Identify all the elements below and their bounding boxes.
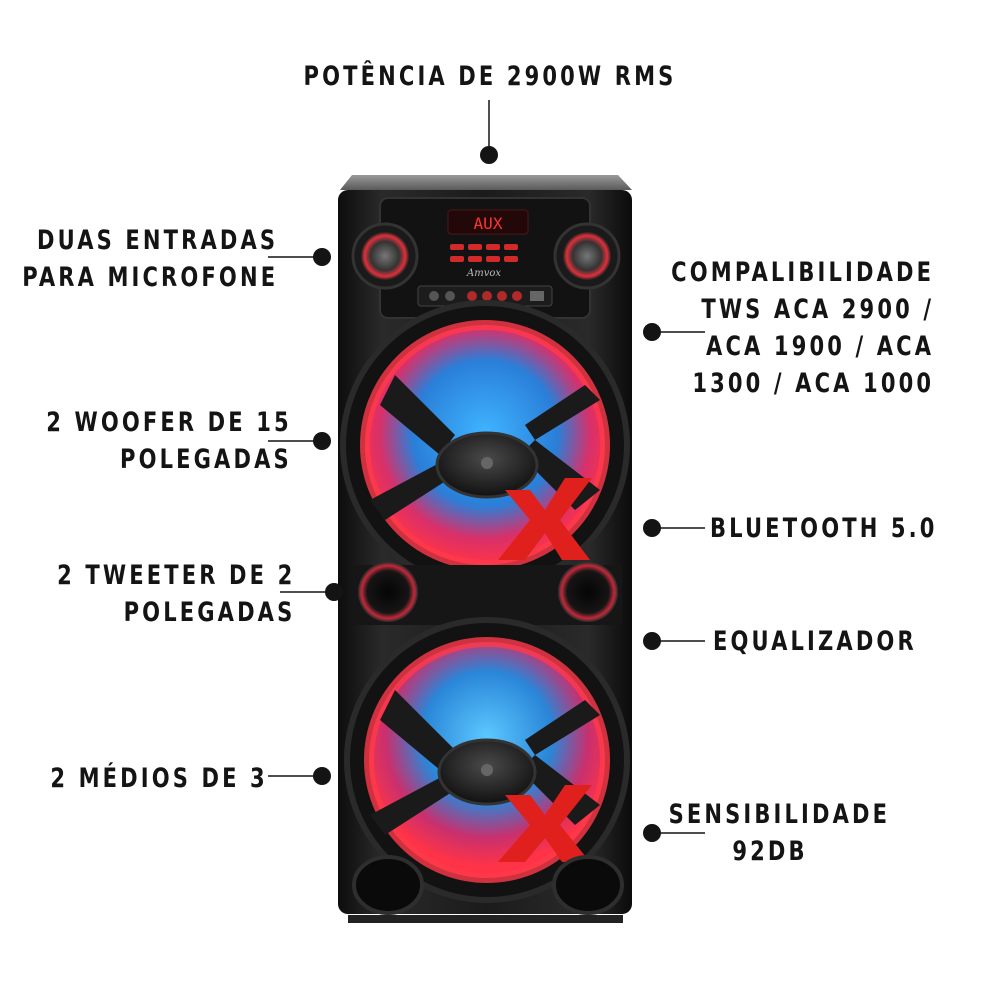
mids-dot xyxy=(313,767,331,785)
bluetooth-dot xyxy=(643,519,661,537)
tweeter-row xyxy=(350,562,622,625)
feature-power: POTÊNCIA DE 2900W RMS xyxy=(303,61,677,92)
tweeter-dot xyxy=(325,583,343,601)
feature-equalizer: EQUALIZADOR xyxy=(713,626,917,657)
lower-woofer xyxy=(344,617,630,903)
display-screen xyxy=(447,209,529,235)
red-x-mark xyxy=(498,785,592,862)
display-text: AUX xyxy=(474,214,503,233)
feature-mic-inputs: DUAS ENTRADAS PARA MICROFONE xyxy=(22,225,279,293)
brand-logo: Amvox xyxy=(466,268,501,279)
tws-dot xyxy=(643,323,661,341)
feature-woofer: 2 WOOFER DE 15 POLEGADAS xyxy=(46,407,292,475)
right-knob xyxy=(563,232,611,280)
mic-inputs-dot xyxy=(313,248,331,266)
red-x-mark xyxy=(498,478,592,560)
equalizer-dot xyxy=(643,632,661,650)
power-dot xyxy=(480,146,498,164)
bass-ports xyxy=(352,855,624,915)
left-knob xyxy=(361,232,409,280)
feature-mids: 2 MÉDIOS DE 3 xyxy=(50,763,268,794)
feature-sensitivity: SENSIBILIDADE 92DB xyxy=(668,799,891,867)
feature-tws: COMPALIBILIDADE TWS ACA 2900 / ACA 1900 … xyxy=(671,257,934,399)
cabinet-top xyxy=(340,175,632,190)
woofer-dot xyxy=(313,432,331,450)
sensitivity-dot xyxy=(643,824,661,842)
input-jacks xyxy=(429,291,544,301)
feature-tweeter: 2 TWEETER DE 2 POLEGADAS xyxy=(56,560,295,628)
control-buttons xyxy=(450,244,518,262)
feature-bluetooth: BLUETOOTH 5.0 xyxy=(710,513,938,544)
